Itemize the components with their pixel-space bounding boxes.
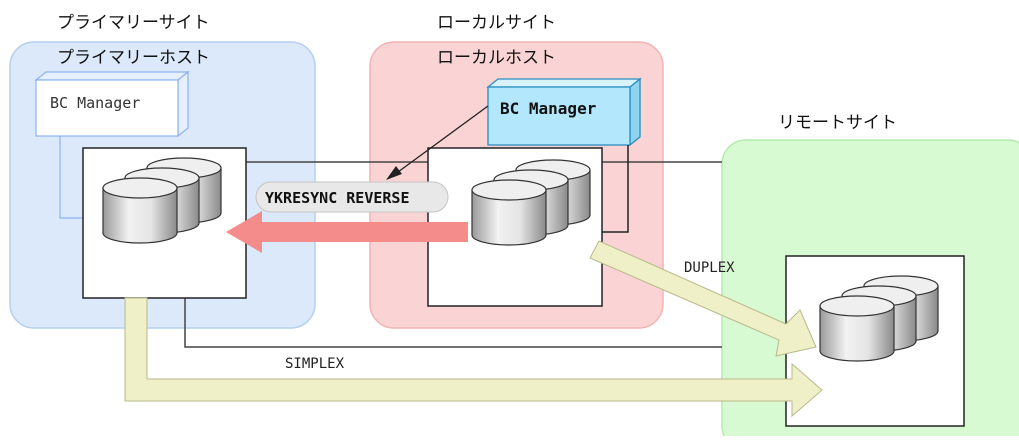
primary-bc-manager-label: BC Manager <box>50 94 140 112</box>
local-bc-manager-box: BC Manager <box>486 77 642 147</box>
local-host-connector <box>602 145 629 233</box>
remote-site-label: リモートサイト <box>778 113 897 133</box>
primary-bc-manager-box: BC Manager <box>34 70 190 138</box>
local-site-label: ローカルサイト <box>437 13 556 33</box>
primary-host-label: プライマリーホスト <box>57 48 210 68</box>
simplex-label: SIMPLEX <box>285 356 345 372</box>
simplex-arrow <box>124 297 823 418</box>
primary-site-label: プライマリーサイト <box>57 13 210 33</box>
command-label: YKRESYNC REVERSE <box>265 189 410 207</box>
duplex-arrow <box>589 240 817 357</box>
command-pointer-head <box>386 166 402 180</box>
reverse-arrow <box>226 211 468 253</box>
command-pointer-line <box>397 105 489 173</box>
primary-host-connector <box>59 136 83 219</box>
local-bc-manager-label: BC Manager <box>500 99 596 118</box>
local-host-label: ローカルホスト <box>437 48 556 68</box>
network-line-bottom <box>184 298 722 348</box>
command-pill <box>255 181 449 213</box>
duplex-label: DUPLEX <box>684 260 735 276</box>
